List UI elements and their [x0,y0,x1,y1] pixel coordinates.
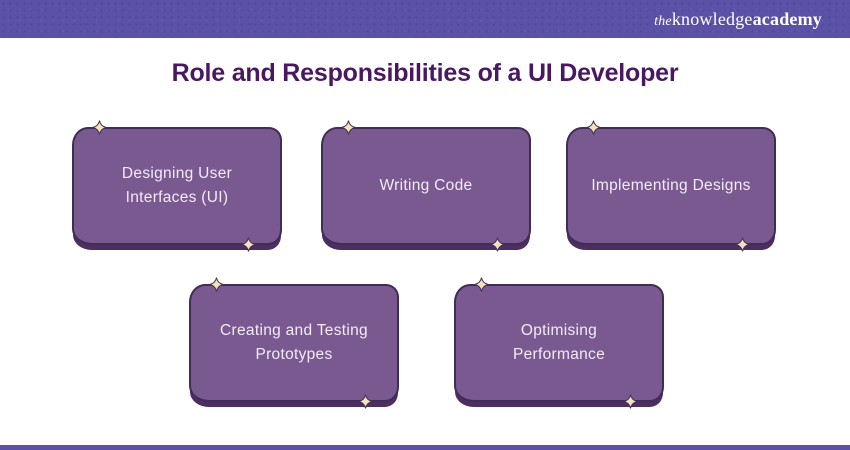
card-implementing-designs: Implementing Designs [566,120,776,252]
sparkle-icon [623,394,638,409]
header-bar: theknowledgeacademy [0,0,850,38]
brand-logo-knowledge: knowledge [671,8,753,29]
card-label: Implementing Designs [591,176,751,194]
card-creating-testing-prototypes: Creating and Testing Prototypes [189,277,399,409]
sparkle-icon [92,120,107,135]
brand-logo-academy: academy [752,8,822,29]
brand-logo: theknowledgeacademy [654,10,822,29]
card-designing-user-interfaces: Designing User Interfaces (UI) [72,120,282,252]
sparkle-icon [241,237,256,252]
footer-bar [0,445,850,450]
sparkle-icon [341,120,356,135]
card-label: Designing User Interfaces (UI) [121,164,233,206]
sparkle-icon [474,277,489,292]
sparkle-icon [735,237,750,252]
page-title: Role and Responsibilities of a UI Develo… [171,59,679,87]
sparkle-icon [490,237,505,252]
sparkle-icon [358,394,373,409]
card-optimising-performance: Optimising Performance [454,277,664,409]
card-label: Optimising Performance [512,321,606,363]
card-label: Writing Code [379,176,473,194]
sparkle-icon [209,277,224,292]
card-label: Creating and Testing Prototypes [220,321,368,363]
card-writing-code: Writing Code [321,120,531,252]
brand-logo-the: the [654,13,672,29]
sparkle-icon [586,120,601,135]
